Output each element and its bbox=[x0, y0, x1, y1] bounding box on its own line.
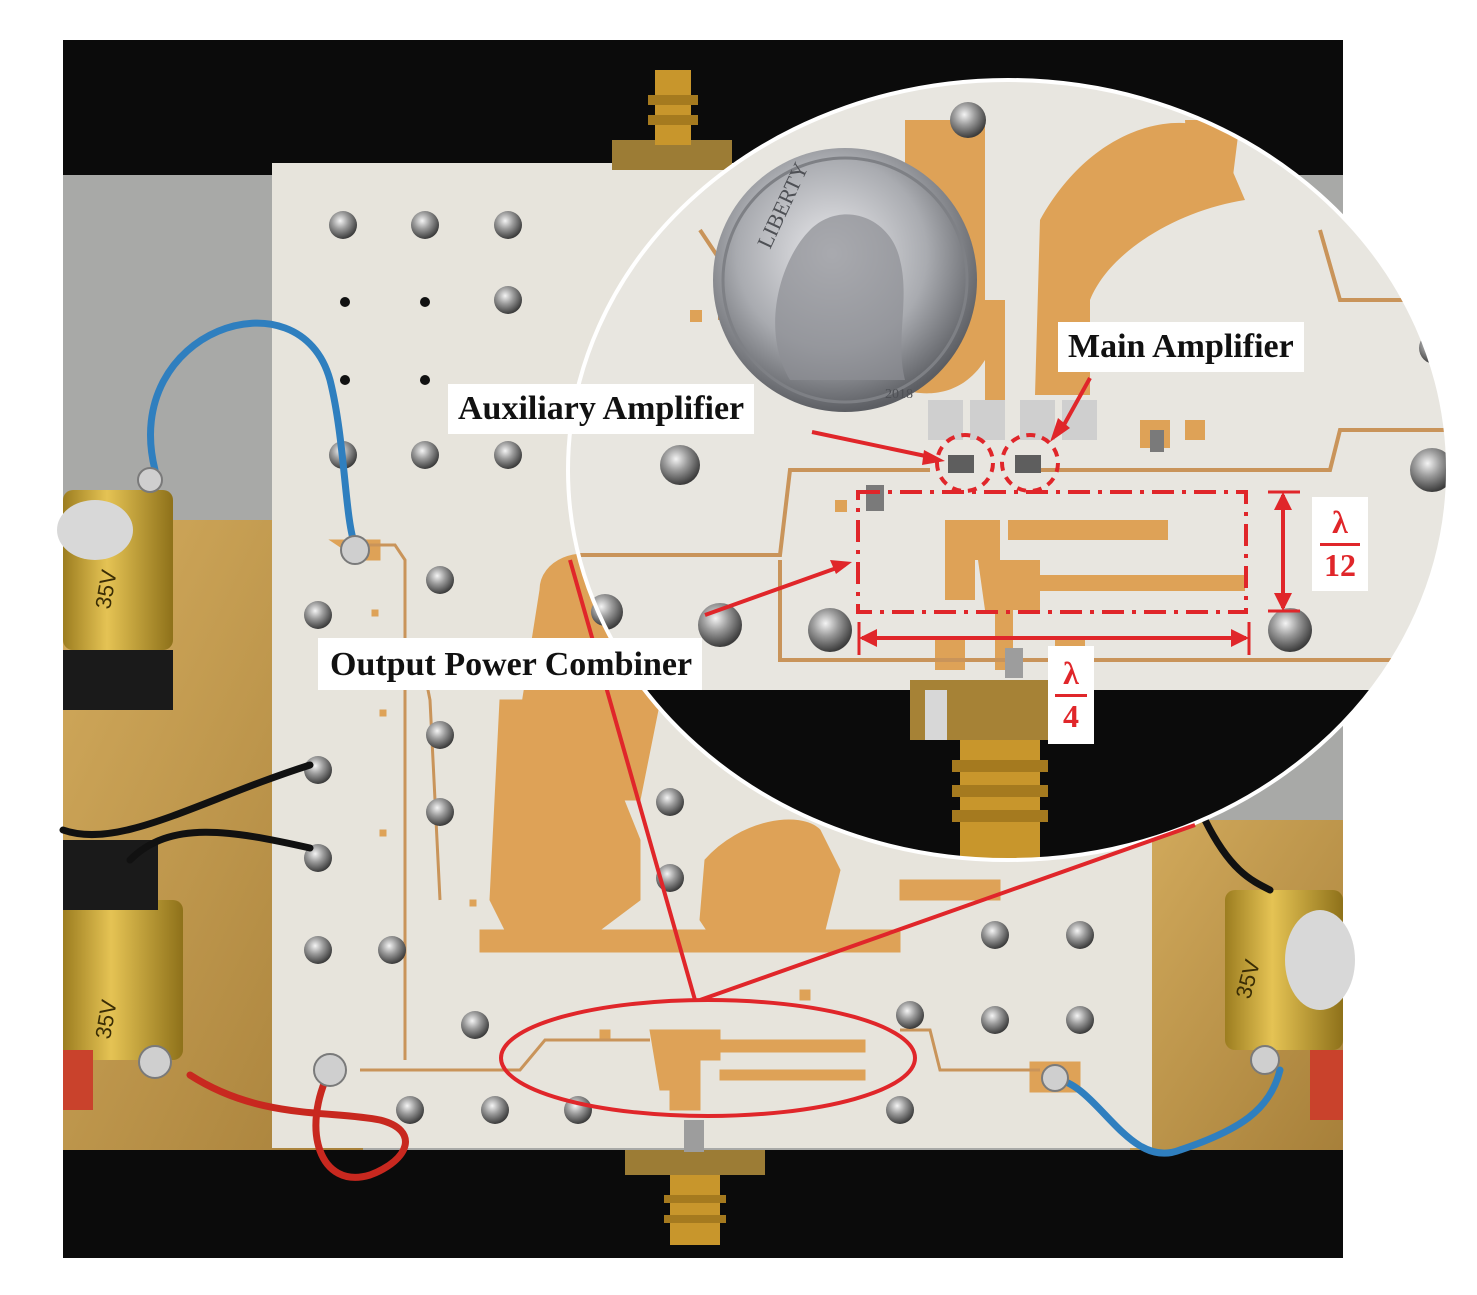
fraction-bar bbox=[1054, 693, 1088, 697]
fraction-numerator: λ bbox=[1063, 654, 1079, 691]
inset-border bbox=[566, 78, 1450, 862]
sma-connector-bottom bbox=[625, 1120, 765, 1245]
lambda-over-12-label: λ 12 bbox=[1312, 497, 1368, 591]
output-power-combiner-label: Output Power Combiner bbox=[318, 638, 703, 690]
fraction-denominator: 12 bbox=[1324, 546, 1356, 583]
auxiliary-amplifier-label: Auxiliary Amplifier bbox=[448, 384, 755, 434]
wires bbox=[59, 319, 1284, 1181]
main-amplifier-circle bbox=[1000, 433, 1060, 493]
fraction-numerator: λ bbox=[1332, 503, 1348, 540]
solder-joints bbox=[137, 467, 1280, 1092]
fraction-bar bbox=[1320, 542, 1360, 546]
inset-traces bbox=[575, 228, 1448, 662]
inductors bbox=[63, 650, 1343, 1120]
annotations bbox=[499, 377, 1300, 1118]
capacitor-left-bottom: 35V bbox=[63, 900, 183, 1060]
auxiliary-amplifier-circle bbox=[935, 433, 995, 493]
coin-year: 2018 bbox=[885, 387, 913, 402]
fraction-denominator: 4 bbox=[1063, 697, 1079, 734]
main-amplifier-arrow bbox=[1058, 377, 1092, 433]
mounting-holes bbox=[340, 297, 430, 385]
capacitor-left-top: 35V bbox=[57, 490, 173, 650]
dime-coin: LIBERTY 2018 bbox=[713, 148, 977, 412]
sma-connector-top bbox=[612, 70, 732, 170]
zoom-line-left bbox=[568, 559, 697, 1001]
main-amplifier-label: Main Amplifier bbox=[1058, 322, 1304, 372]
inset-chip-pads bbox=[866, 400, 1164, 678]
zoom-line-right bbox=[699, 823, 1196, 1002]
lambda-over-4-label: λ 4 bbox=[1048, 646, 1094, 744]
combiner-dimension-rect bbox=[856, 490, 1248, 614]
capacitor-right: 35V bbox=[1225, 890, 1355, 1050]
combiner-arrow bbox=[704, 563, 846, 617]
combiner-highlight-ellipse bbox=[499, 998, 917, 1118]
auxiliary-amplifier-arrow bbox=[811, 430, 936, 460]
